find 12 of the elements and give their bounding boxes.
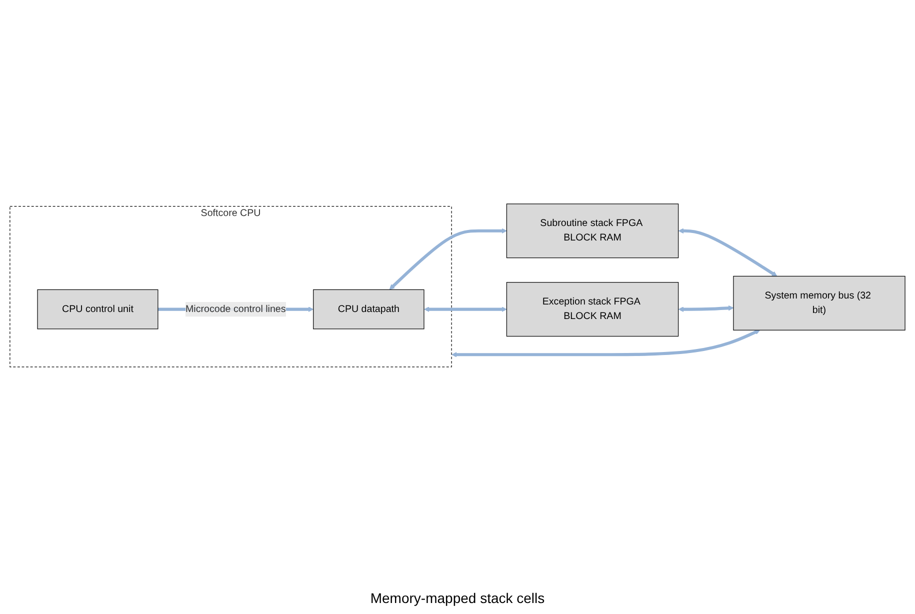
arrow bbox=[678, 228, 778, 276]
note-text: Memory-mapped stack cells bbox=[370, 590, 545, 606]
edge-label: Microcode control lines bbox=[186, 303, 286, 314]
node-box: CPU datapath bbox=[313, 288, 424, 329]
node-box: CPU control unit bbox=[37, 288, 158, 329]
arrow bbox=[389, 228, 507, 290]
arrow bbox=[452, 329, 760, 357]
node-box: Exception stack FPGA BLOCK RAM bbox=[506, 282, 679, 336]
node-box: Subroutine stack FPGA BLOCK RAM bbox=[506, 203, 679, 258]
arrow bbox=[424, 306, 507, 312]
node-box: System memory bus (32 bit) bbox=[733, 276, 906, 330]
arrow bbox=[678, 304, 734, 312]
